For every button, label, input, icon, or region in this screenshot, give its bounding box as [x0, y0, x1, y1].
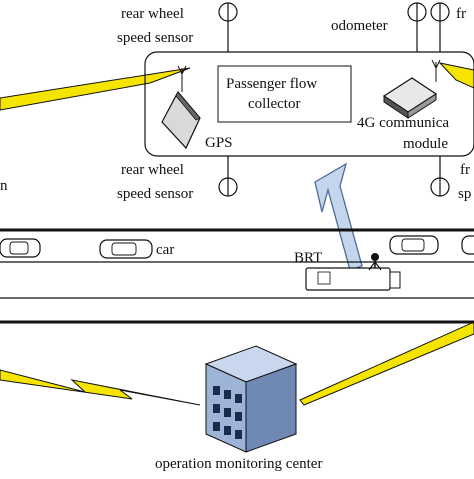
- rear-wheel-top-label-2: speed sensor: [117, 30, 193, 46]
- passenger-flow-collector-box: [217, 65, 352, 123]
- wireless-link-bolt-bottom-right: [299, 321, 474, 406]
- front-bottom-label-1: fr: [460, 162, 470, 178]
- 4g-module-icon: [382, 77, 438, 119]
- gps-antenna-icon: [177, 65, 187, 92]
- brt-bus-icon: [305, 267, 401, 291]
- gps-label: GPS: [205, 135, 233, 151]
- center-label: operation monitoring center: [155, 456, 322, 472]
- 4g-module-label-1: 4G communica: [357, 115, 449, 131]
- building-icon: [204, 345, 298, 453]
- car-icon-left: [0, 238, 41, 258]
- car-icon-right-1: [389, 235, 439, 255]
- front-wheel-sensor-bottom-icon: [430, 156, 450, 197]
- antenna-on-bus-icon: [368, 253, 382, 271]
- front-bottom-label-2: sp: [458, 186, 471, 202]
- car-icon-right-2: [461, 235, 474, 255]
- car-label: car: [156, 242, 174, 258]
- rear-wheel-top-label-1: rear wheel: [121, 6, 184, 22]
- odometer-sensor-icon: [407, 2, 427, 52]
- wireless-link-bolt-left: [0, 67, 191, 111]
- left-cut-label: n: [0, 178, 8, 194]
- rear-wheel-sensor-bottom-icon: [218, 156, 238, 197]
- road: [0, 228, 474, 324]
- passenger-flow-label-2: collector: [248, 96, 300, 112]
- front-wheel-sensor-top-icon: [430, 2, 450, 52]
- vehicle-equipment-box: [144, 51, 474, 157]
- 4g-module-label-2: module: [403, 136, 448, 152]
- rear-wheel-bottom-label-1: rear wheel: [121, 162, 184, 178]
- passenger-flow-label-1: Passenger flow: [226, 76, 317, 92]
- wireless-link-bolt-right: [438, 62, 474, 89]
- rear-wheel-bottom-label-2: speed sensor: [117, 186, 193, 202]
- rear-wheel-sensor-top-icon: [218, 2, 238, 52]
- 4g-antenna-icon: [431, 59, 441, 82]
- brt-label: BRT: [294, 250, 322, 266]
- gps-device-icon: [161, 90, 201, 150]
- wireless-link-bolt-bottom-left: [0, 369, 201, 406]
- car-icon-middle: [99, 239, 153, 259]
- front-top-label: fr: [456, 6, 466, 22]
- odometer-label: odometer: [331, 18, 388, 34]
